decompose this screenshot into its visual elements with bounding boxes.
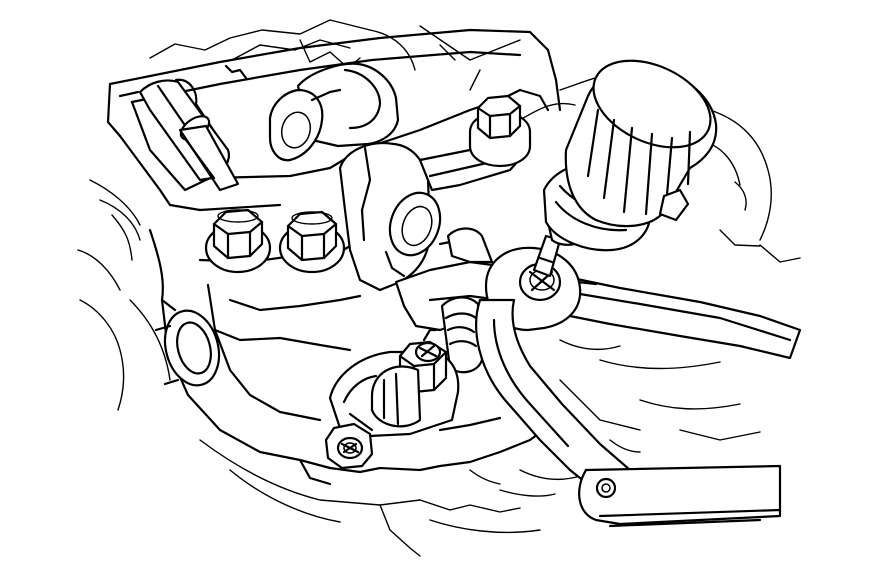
- head-bolts: [204, 94, 532, 274]
- head-bolt-top: [468, 94, 532, 168]
- valve-adjuster-lower: [328, 328, 460, 438]
- engine-casting-background: [77, 19, 801, 557]
- camshaft: [138, 62, 400, 192]
- head-bolt-left: [204, 208, 272, 274]
- screwdriver: [532, 59, 718, 278]
- threaded-port: [154, 309, 221, 387]
- wrench-tool: [484, 246, 802, 360]
- head-bolt-middle: [278, 210, 346, 274]
- hook-spanner: [475, 298, 782, 528]
- small-nut: [324, 422, 374, 470]
